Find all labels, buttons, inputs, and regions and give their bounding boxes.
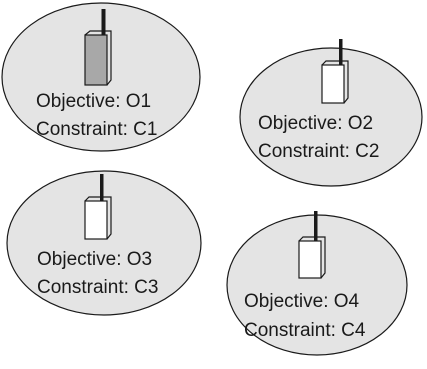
- node-1-cable: [101, 9, 106, 35]
- node-1-objective: Objective: O1: [36, 91, 151, 112]
- node-2-ellipse: [239, 47, 423, 187]
- node-2-module-edge: [321, 60, 349, 104]
- node-3-ellipse: [6, 170, 202, 316]
- node-1-constraint: Constraint: C1: [36, 119, 157, 140]
- node-2: Objective: O2 Constraint: C2: [239, 39, 423, 187]
- node-3-module-icon: [84, 200, 108, 240]
- node-3-cable: [100, 174, 104, 201]
- node-1-module-edge: [84, 30, 112, 86]
- node-4-constraint: Constraint: C4: [244, 320, 366, 341]
- node-4: Objective: O4 Constraint: C4: [226, 211, 408, 356]
- node-4-cable: [314, 211, 318, 241]
- node-4-objective: Objective: O4: [244, 291, 360, 312]
- node-2-constraint: Constraint: C2: [258, 141, 379, 162]
- node-3: Objective: O3 Constraint: C3: [6, 170, 202, 316]
- node-2-cable: [339, 39, 343, 65]
- node-1: Objective: O1 Constraint: C1: [1, 2, 201, 152]
- node-4-module-icon: [298, 240, 322, 279]
- node-3-module-edge: [84, 196, 112, 240]
- node-2-objective: Objective: O2: [258, 113, 373, 134]
- node-2-module-icon: [321, 64, 345, 104]
- node-1-module-icon: [84, 34, 108, 86]
- node-3-objective: Objective: O3: [37, 249, 152, 270]
- node-4-module-edge: [298, 236, 326, 279]
- node-3-constraint: Constraint: C3: [37, 277, 158, 298]
